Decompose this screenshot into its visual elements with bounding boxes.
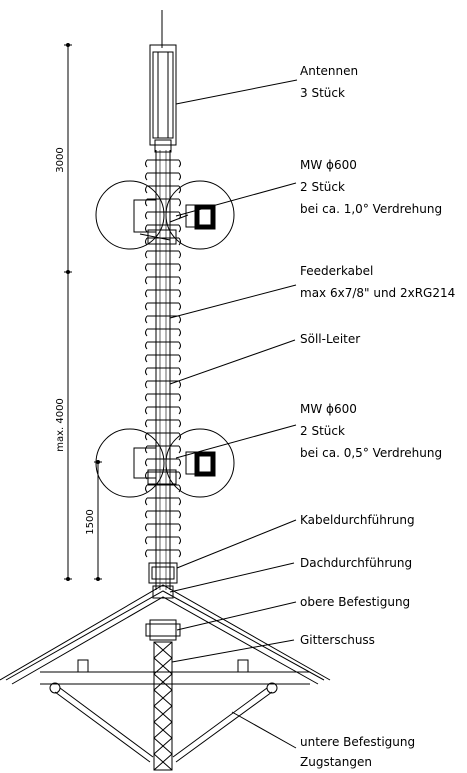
- ladder-rung-bracket: [145, 536, 181, 545]
- cable-passthrough: [148, 562, 178, 584]
- ladder-rung-bracket: [145, 276, 181, 285]
- label-mw-upper-2: 2 Stück: [300, 180, 345, 194]
- roof-passthrough: [152, 585, 174, 599]
- ladder-rung-bracket: [145, 315, 181, 324]
- ladder-rungs: [145, 159, 181, 558]
- callout-labels: Antennen 3 Stück MW ϕ600 2 Stück bei ca.…: [300, 64, 455, 769]
- label-antennas-1: Antennen: [300, 64, 358, 78]
- ladder-rung-bracket: [145, 510, 181, 519]
- ladder-rung-bracket: [145, 367, 181, 376]
- lattice-brace: [153, 673, 173, 691]
- label-mw-lower-3: bei ca. 0,5° Verdrehung: [300, 446, 442, 460]
- ladder-rung-bracket: [145, 380, 181, 389]
- lattice-brace: [153, 689, 173, 707]
- ladder-rung-bracket: [145, 250, 181, 259]
- label-antennas-2: 3 Stück: [300, 86, 345, 100]
- ladder-rung-bracket: [145, 354, 181, 363]
- label-cable-pass: Kabeldurchführung: [300, 513, 415, 527]
- ladder-rung-bracket: [145, 419, 181, 428]
- lattice-brace: [153, 705, 173, 723]
- leader-lines: [169, 79, 298, 749]
- dim-lower-label: max. 4000: [55, 398, 66, 452]
- ladder-rung-bracket: [145, 445, 181, 454]
- label-lower-mount-2: Zugstangen: [300, 755, 372, 769]
- ladder-rung-bracket: [145, 159, 181, 168]
- ladder-rung-bracket: [145, 328, 181, 337]
- label-ladder: Söll-Leiter: [300, 332, 360, 346]
- ladder-rung-bracket: [145, 406, 181, 415]
- tension-rods: [54, 687, 273, 763]
- dim-upper-label: 3000: [55, 147, 66, 172]
- ladder-rung-bracket: [145, 302, 181, 311]
- upper-dish-left: [95, 180, 177, 250]
- lattice-section: [153, 641, 173, 771]
- label-lower-mount-1: untere Befestigung: [300, 735, 415, 749]
- label-mw-upper-1: MW ϕ600: [300, 158, 357, 172]
- dim-dish-height-label: 1500: [85, 509, 96, 534]
- ladder-rung-bracket: [145, 523, 181, 532]
- lattice-brace: [153, 737, 173, 755]
- upper-mount: [145, 619, 181, 641]
- dimension-lines: [64, 43, 102, 581]
- ladder-rung-bracket: [145, 224, 181, 233]
- label-roof-pass: Dachdurchführung: [300, 556, 412, 570]
- ladder-rung-bracket: [145, 185, 181, 194]
- label-mw-lower-1: MW ϕ600: [300, 402, 357, 416]
- ladder-rung-bracket: [145, 172, 181, 181]
- ladder-rung-bracket: [145, 497, 181, 506]
- ladder-rung-bracket: [145, 549, 181, 558]
- lattice-brace: [153, 657, 173, 675]
- lattice-brace: [153, 641, 173, 659]
- ladder-rung-bracket: [145, 341, 181, 350]
- ladder-rung-bracket: [145, 484, 181, 493]
- antenna-assembly: [149, 10, 177, 153]
- label-mw-lower-2: 2 Stück: [300, 424, 345, 438]
- ladder-rung-bracket: [145, 211, 181, 220]
- ladder-rung-bracket: [145, 458, 181, 467]
- label-feeder-1: Feederkabel: [300, 264, 373, 278]
- label-lattice: Gitterschuss: [300, 633, 375, 647]
- ladder-rung-bracket: [145, 393, 181, 402]
- lattice-brace: [153, 721, 173, 739]
- label-mw-upper-3: bei ca. 1,0° Verdrehung: [300, 202, 442, 216]
- roof: [0, 584, 331, 694]
- ladder-rung-bracket: [145, 289, 181, 298]
- label-feeder-2: max 6x7/8" und 2xRG214: [300, 286, 455, 300]
- lattice-brace: [153, 753, 173, 771]
- upper-dish-right: [165, 180, 235, 250]
- ladder-rung-bracket: [145, 263, 181, 272]
- label-upper-mount: obere Befestigung: [300, 595, 410, 609]
- lower-dish-left: [95, 428, 177, 498]
- lower-dish-right: [165, 428, 235, 498]
